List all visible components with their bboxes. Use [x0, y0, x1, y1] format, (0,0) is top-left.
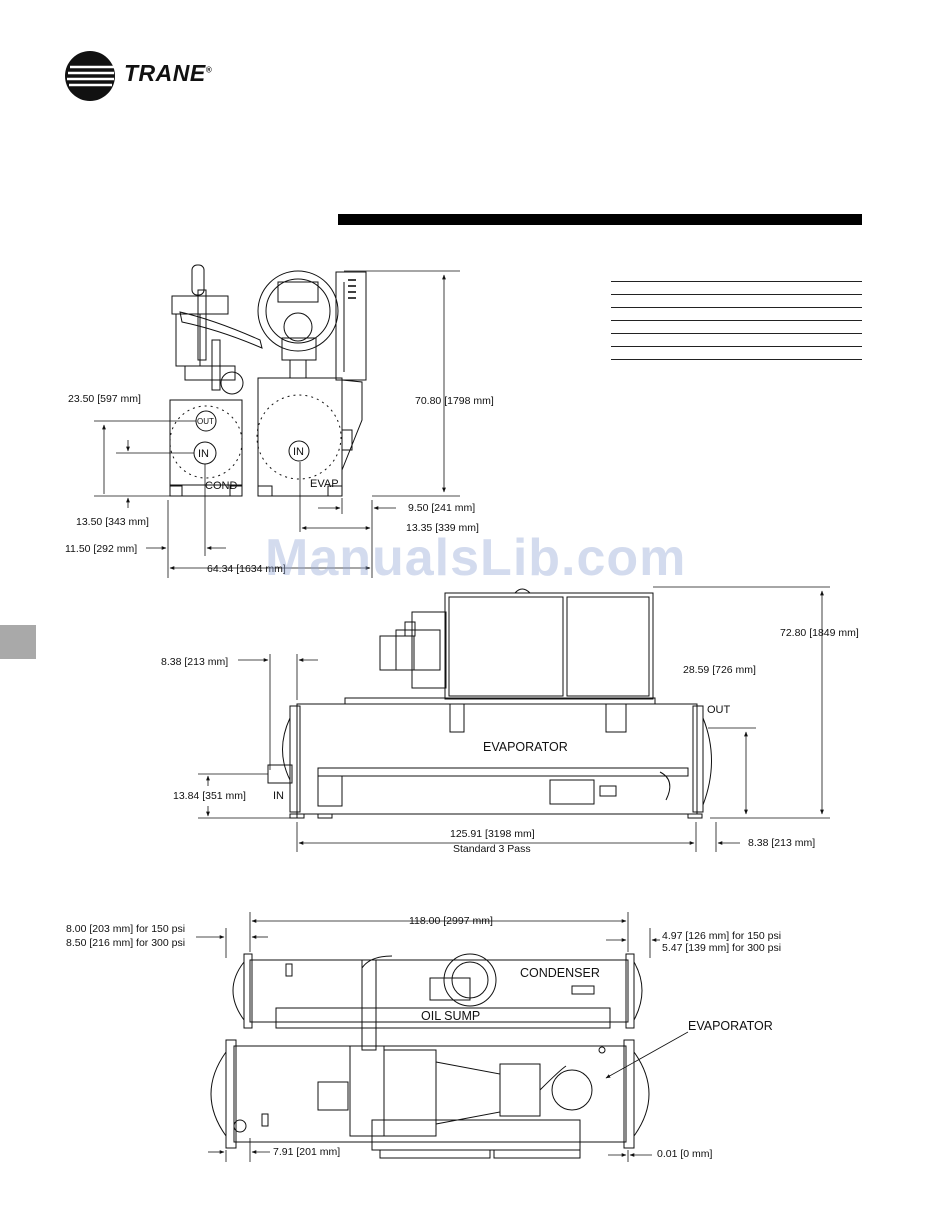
dim-length: 125.91 [3198 mm]	[450, 828, 535, 840]
end-view-labels: 70.80 [1798 mm] 23.50 [597 mm] 13.50 [34…	[65, 393, 494, 575]
top-view	[196, 912, 689, 1162]
side-view-labels: 72.80 [1849 mm] 8.38 [213 mm] 28.59 [726…	[161, 627, 859, 855]
side-view	[198, 586, 830, 852]
table-rule	[611, 359, 862, 360]
spec-table	[611, 281, 862, 372]
end-view-dimensions	[94, 270, 460, 578]
label-cond-in: IN	[198, 448, 209, 460]
label-evaporator-top: EVAPORATOR	[688, 1019, 773, 1033]
label-cond-out: OUT	[197, 417, 214, 426]
label-out-side: OUT	[707, 704, 731, 716]
dim-width: 64.34 [1634 mm]	[207, 563, 286, 575]
brand-name: TRANE®	[124, 60, 213, 86]
dim-bottom-right: 0.01 [0 mm]	[657, 1148, 713, 1160]
dim-out-height: 28.59 [726 mm]	[683, 664, 756, 676]
dim-length-118: 118.00 [2997 mm]	[409, 915, 493, 927]
compressor-side	[379, 611, 447, 689]
control-panel	[444, 588, 654, 700]
dim-height-72-80: 72.80 [1849 mm]	[780, 627, 859, 639]
evaporator-shell	[267, 697, 712, 819]
label-evap-in: IN	[293, 446, 304, 458]
dim-length-note: Standard 3 Pass	[453, 843, 531, 855]
compressor-top	[257, 270, 367, 381]
condenser-piping	[171, 264, 263, 395]
label-evaporator-side: EVAPORATOR	[483, 740, 568, 754]
dim-evap-in: 13.35 [339 mm]	[406, 522, 479, 534]
dim-left-offset: 11.50 [292 mm]	[65, 543, 137, 555]
label-in-side: IN	[273, 790, 284, 802]
dim-right-150psi: 4.97 [126 mm] for 150 psi	[662, 930, 781, 942]
trane-logo-icon	[65, 51, 115, 101]
label-condenser: CONDENSER	[520, 966, 600, 980]
dim-cond-out: 23.50 [597 mm]	[68, 393, 141, 405]
end-view	[94, 264, 460, 578]
dim-left-150psi: 8.00 [203 mm] for 150 psi	[66, 923, 185, 935]
label-oil-sump: OIL SUMP	[421, 1009, 480, 1023]
dim-side-right: 8.38 [213 mm]	[748, 837, 815, 849]
dim-cond-in: 13.50 [343 mm]	[76, 516, 149, 528]
table-rule	[611, 320, 862, 321]
dim-in-height: 13.84 [351 mm]	[173, 790, 246, 802]
section-tab	[0, 625, 36, 659]
top-view-dimensions	[196, 912, 689, 1162]
side-view-dimensions	[198, 586, 830, 852]
label-cond: COND	[205, 480, 237, 492]
dim-bottom-left: 7.91 [201 mm]	[273, 1146, 340, 1158]
label-evap: EVAP	[310, 478, 339, 490]
table-rule	[611, 307, 862, 308]
evaporator-top	[210, 1039, 650, 1159]
condenser-top	[232, 953, 643, 1051]
dim-height-70-80: 70.80 [1798 mm]	[415, 395, 494, 407]
table-rule	[611, 333, 862, 334]
dim-left-300psi: 8.50 [216 mm] for 300 psi	[66, 937, 185, 949]
table-rule	[611, 294, 862, 295]
watermark: ManualsLib.com	[265, 529, 687, 587]
dim-right-300psi: 5.47 [139 mm] for 300 psi	[662, 942, 781, 954]
dim-side-left: 8.38 [213 mm]	[161, 656, 228, 668]
table-rule	[611, 346, 862, 347]
condenser-end	[169, 399, 243, 497]
title-bar	[338, 214, 862, 225]
dim-evap-right: 9.50 [241 mm]	[408, 502, 475, 514]
table-rule	[611, 281, 862, 282]
top-view-labels: 118.00 [2997 mm] 8.00 [203 mm] for 150 p…	[66, 915, 781, 1160]
